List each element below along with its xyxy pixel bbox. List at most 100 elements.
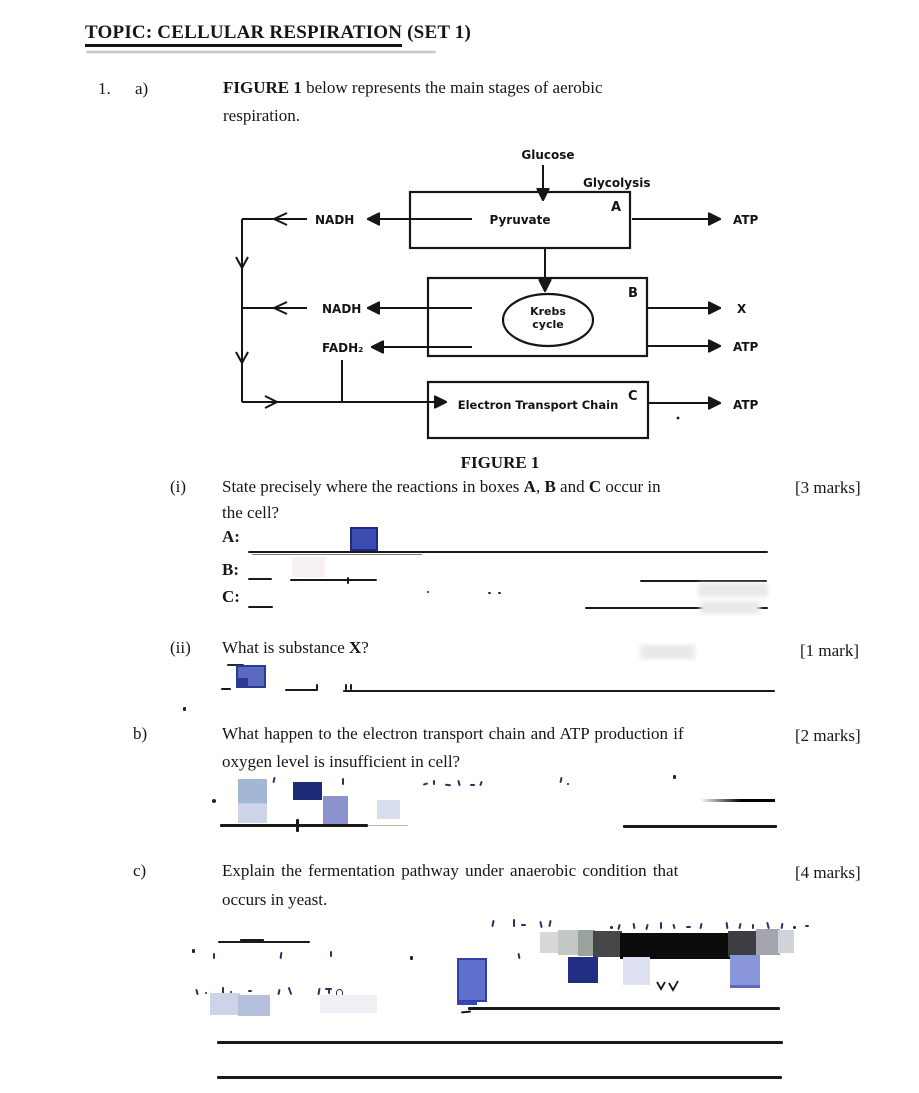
nadh2-label: NADH xyxy=(322,302,361,316)
down-chevron-1 xyxy=(235,256,249,271)
etc-label: Electron Transport Chain xyxy=(458,398,619,412)
answer-line-b-right xyxy=(623,825,777,828)
ink-tick xyxy=(517,952,521,960)
answer-line-c-2 xyxy=(585,607,768,609)
box-a-letter: A xyxy=(611,200,621,215)
aerobic-respiration-diagram: Glucose Glycolysis A Pyruvate NADH ATP B… xyxy=(235,148,759,440)
answer-line-ii-1 xyxy=(285,689,318,691)
ink-mark xyxy=(470,784,475,786)
redaction-block-black xyxy=(620,933,730,959)
redaction-block xyxy=(593,931,622,957)
ink-dot xyxy=(410,956,413,960)
krebs-label-2: cycle xyxy=(532,318,563,331)
x-label: X xyxy=(737,302,747,316)
ink-dot xyxy=(427,591,429,593)
whiteout-smudge xyxy=(320,995,377,1013)
right-chevron xyxy=(264,395,280,409)
page-title: TOPIC: CELLULAR RESPIRATION (SET 1) xyxy=(85,22,471,47)
box-b xyxy=(426,276,649,358)
ink-tick xyxy=(559,776,563,784)
part-b-marker: b) xyxy=(133,724,148,743)
whiteout-smudge xyxy=(730,955,760,988)
ink-tick xyxy=(513,919,515,927)
ink-mark xyxy=(457,779,461,787)
ink-tick xyxy=(738,922,742,930)
ink-mark xyxy=(227,664,244,666)
ink-mark xyxy=(479,780,483,787)
whiteout-smudge-navy xyxy=(293,782,322,800)
answer-line-c2 xyxy=(217,1041,783,1044)
ink-mark xyxy=(521,924,526,926)
whiteout-smudge-dark xyxy=(238,678,248,687)
q-ii-marks: [1 mark] xyxy=(800,641,860,660)
box-c-letter: C xyxy=(628,389,638,404)
ink-tick xyxy=(632,922,636,930)
ink-mark xyxy=(422,782,429,786)
q-c-line-1: Explain the fermentation pathway under a… xyxy=(222,861,679,880)
ink-dot xyxy=(212,799,216,803)
whiteout-smudge-navy xyxy=(568,957,598,983)
whiteout-smudge xyxy=(623,957,650,985)
whiteout-smudge xyxy=(350,527,378,551)
answer-label-a: A: xyxy=(222,527,240,546)
scan-artifact xyxy=(640,645,695,659)
ink-dot xyxy=(488,592,491,594)
glycolysis-label: Glycolysis xyxy=(583,176,650,190)
ink-tick xyxy=(328,988,330,994)
whiteout-smudge xyxy=(238,995,270,1016)
underline-smear xyxy=(86,51,436,53)
answer-line-c-1 xyxy=(248,606,273,608)
ink-mark xyxy=(444,783,452,787)
ink-tick xyxy=(272,776,276,784)
ink-tick xyxy=(460,1010,472,1014)
box-c xyxy=(426,380,650,440)
q-b-line-1: What happen to the electron transport ch… xyxy=(222,724,684,743)
intro-line-2: respiration. xyxy=(223,106,300,125)
krebs-cycle-ellipse xyxy=(501,292,595,348)
whiteout-smudge xyxy=(238,803,267,823)
handwriting-vv xyxy=(656,980,679,992)
scan-dot xyxy=(676,416,680,420)
fadh2-label: FADH₂ xyxy=(322,341,363,355)
ink-tick xyxy=(287,986,293,996)
intro-line-1: FIGURE 1 below represents the main stage… xyxy=(223,78,603,97)
krebs-label-1: Krebs xyxy=(530,305,566,318)
ink-line xyxy=(218,941,310,943)
q-b-line-2: oxygen level is insufficient in cell? xyxy=(222,752,461,771)
ink-tick xyxy=(347,577,349,584)
q-i-line-2: the cell? xyxy=(222,503,280,522)
q-c-line-2: occurs in yeast. xyxy=(222,890,328,909)
box-b-letter: B xyxy=(628,286,638,301)
ink-tick xyxy=(222,987,224,994)
glucose-label: Glucose xyxy=(521,148,574,162)
q-i-marker: (i) xyxy=(170,477,187,496)
redaction-block xyxy=(540,932,560,953)
ink-dot xyxy=(192,949,195,953)
ink-dot xyxy=(205,992,207,994)
ink-tick xyxy=(296,819,299,832)
ink-tick xyxy=(752,924,754,929)
ink-dot xyxy=(673,775,676,779)
left-chevron-1 xyxy=(271,212,288,226)
answer-line-b-1 xyxy=(248,578,272,580)
ink-mark xyxy=(248,990,252,992)
answer-line-ii-smear xyxy=(430,691,680,692)
q-ii-marker: (ii) xyxy=(170,638,191,657)
ink-dot xyxy=(498,592,501,594)
q-ii-text: What is substance X? xyxy=(222,638,369,657)
part-a-marker: a) xyxy=(135,79,149,98)
ink-dot xyxy=(567,783,569,785)
answer-label-c: C: xyxy=(222,587,240,606)
ink-tick xyxy=(660,922,662,929)
q-c-marks: [4 marks] xyxy=(795,863,861,882)
redaction-block xyxy=(778,930,794,953)
left-chevron-2 xyxy=(271,301,288,315)
answer-label-b: B: xyxy=(222,560,239,579)
ink-tick xyxy=(539,920,543,929)
ink-tick xyxy=(213,953,215,959)
atp3-label: ATP xyxy=(733,398,759,412)
ink-tick xyxy=(277,988,281,996)
ink-arc xyxy=(336,989,343,995)
atp1-label: ATP xyxy=(733,213,759,227)
ink-tick xyxy=(342,778,344,785)
